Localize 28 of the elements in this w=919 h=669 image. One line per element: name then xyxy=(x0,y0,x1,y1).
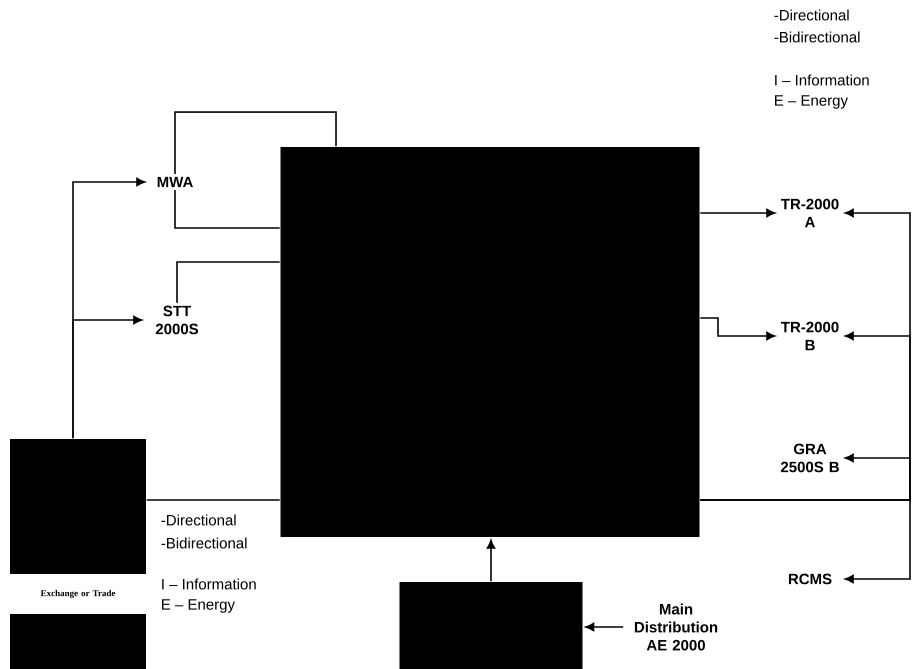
arrow xyxy=(700,208,776,218)
node-label: RCMS xyxy=(788,574,832,584)
legend-text: I – Information xyxy=(775,74,869,86)
legend-text: -Directional xyxy=(161,514,236,526)
node-label: STT 2000S xyxy=(156,306,198,334)
arrow xyxy=(700,317,776,340)
legend-text: E – Energy xyxy=(162,599,235,613)
legend-text: -Bidirectional xyxy=(161,537,246,548)
legend-text: -Directional xyxy=(774,10,849,20)
arrow xyxy=(585,622,624,632)
connector-line xyxy=(176,261,280,303)
arrow xyxy=(700,499,911,584)
connector-line xyxy=(174,190,280,229)
node-label: Main Distribution AE 2000 xyxy=(634,603,718,650)
legend-text: E – Energy xyxy=(775,95,848,109)
arrow xyxy=(72,316,142,438)
node-label: TR-2000 A xyxy=(781,198,839,228)
equipment-block xyxy=(280,147,700,537)
arrow xyxy=(486,540,496,582)
node-label: TR-2000 B xyxy=(781,322,839,350)
legend-text: -Bidirectional xyxy=(774,32,860,42)
equipment-block xyxy=(400,582,582,669)
connector-line xyxy=(146,499,280,501)
equipment-box: Exchange or Trade xyxy=(10,439,146,669)
connector-line xyxy=(174,111,337,174)
node-label: MWA xyxy=(158,176,193,188)
legend-text: I – Information xyxy=(162,578,256,590)
node-label: GRA 2500S B xyxy=(780,444,839,472)
